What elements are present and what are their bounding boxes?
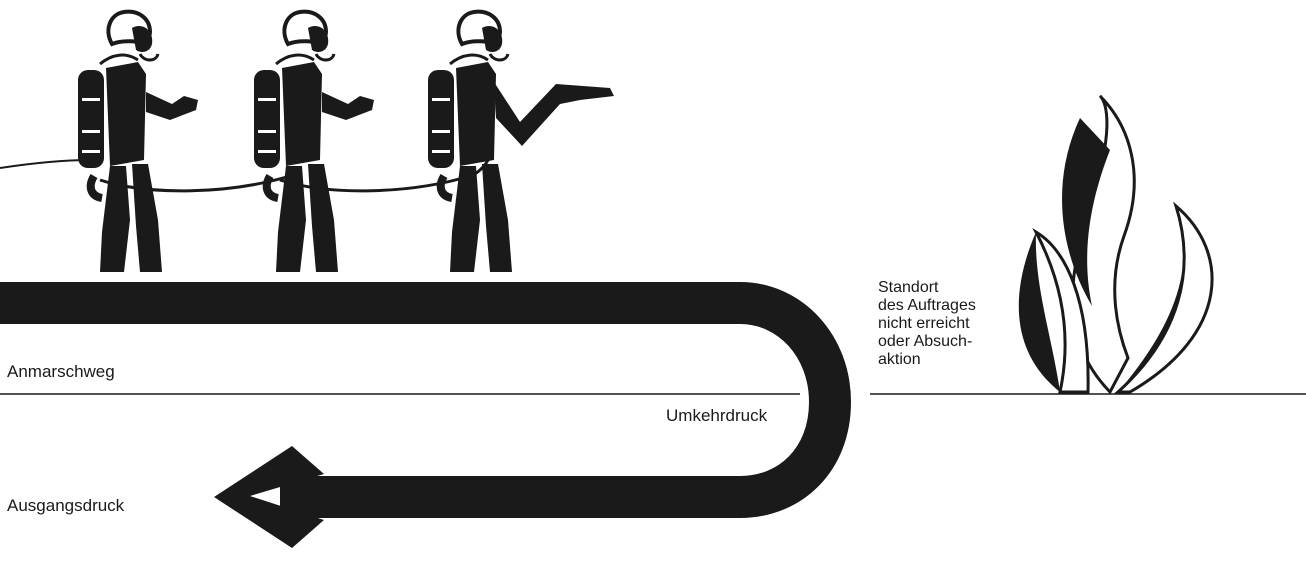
hose-line: [0, 160, 90, 168]
turnaround-pressure-label: Umkehrdruck: [666, 407, 767, 425]
approach-route-label: Anmarschweg: [7, 363, 115, 381]
route-path: [0, 303, 830, 497]
flame-icon: [1019, 96, 1212, 392]
exit-pressure-label: Ausgangsdruck: [7, 497, 124, 515]
firefighter-icon: [78, 12, 198, 272]
firefighter-icon: [428, 12, 614, 272]
target-location-label: Standort des Auftrages nicht erreicht od…: [878, 279, 976, 369]
firefighter-icon: [254, 12, 374, 272]
